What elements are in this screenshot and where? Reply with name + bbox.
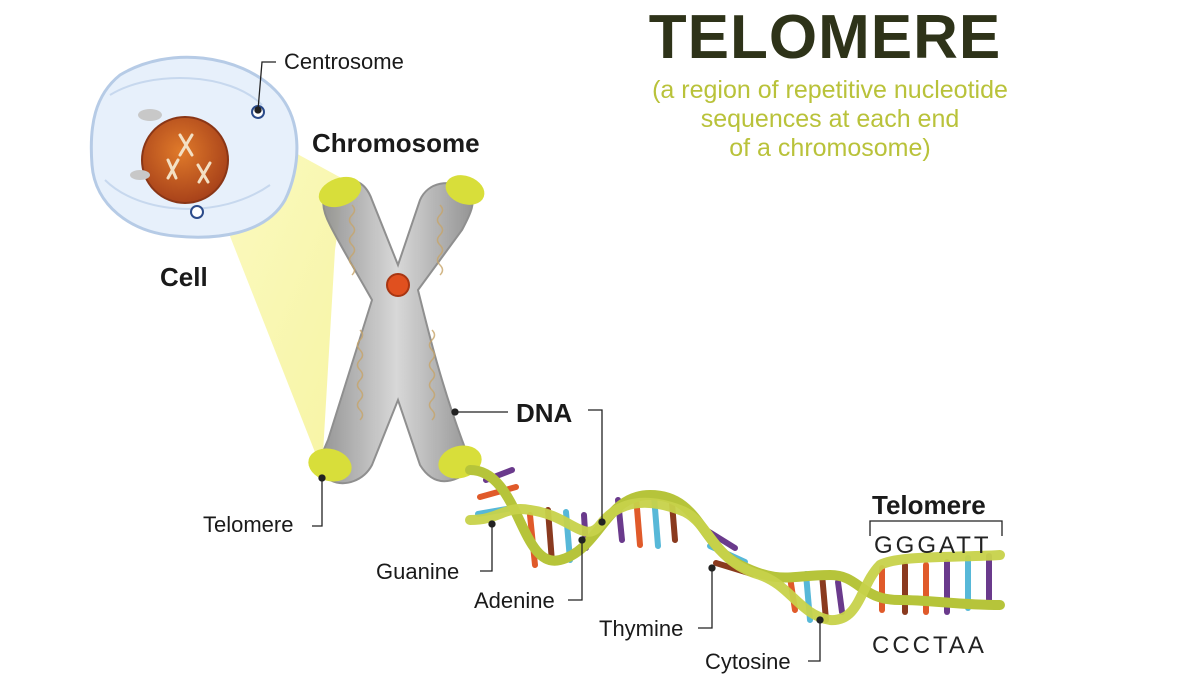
subtitle-line: sequences at each end: [700, 105, 960, 133]
leader-lines: [254, 61, 1003, 662]
diagram-subtitle: (a region of repetitive nucleotide seque…: [590, 76, 1070, 163]
label-adenine: Adenine: [474, 588, 555, 613]
dna-helix: [465, 465, 1005, 625]
label-thymine: Thymine: [599, 616, 684, 641]
sequence-bottom: CCCTAA: [872, 632, 987, 659]
label-guanine: Guanine: [376, 559, 460, 584]
diagram-title: TELOMERE: [648, 3, 1002, 72]
label-centrosome: Centrosome: [284, 49, 404, 74]
label-cytosine: Cytosine: [705, 649, 791, 674]
label-telomere-right: Telomere: [872, 490, 986, 520]
subtitle-line: of a chromosome): [729, 134, 931, 162]
cell-illustration: [89, 55, 299, 239]
label-chromosome: Chromosome: [312, 128, 480, 158]
sequence-top: GGGATT: [874, 532, 992, 559]
chromosome-illustration: [308, 175, 485, 485]
label-dna: DNA: [516, 398, 573, 428]
label-telomere-left: Telomere: [203, 512, 294, 537]
label-cell: Cell: [160, 262, 208, 292]
subtitle-line: (a region of repetitive nucleotide: [652, 76, 1008, 104]
